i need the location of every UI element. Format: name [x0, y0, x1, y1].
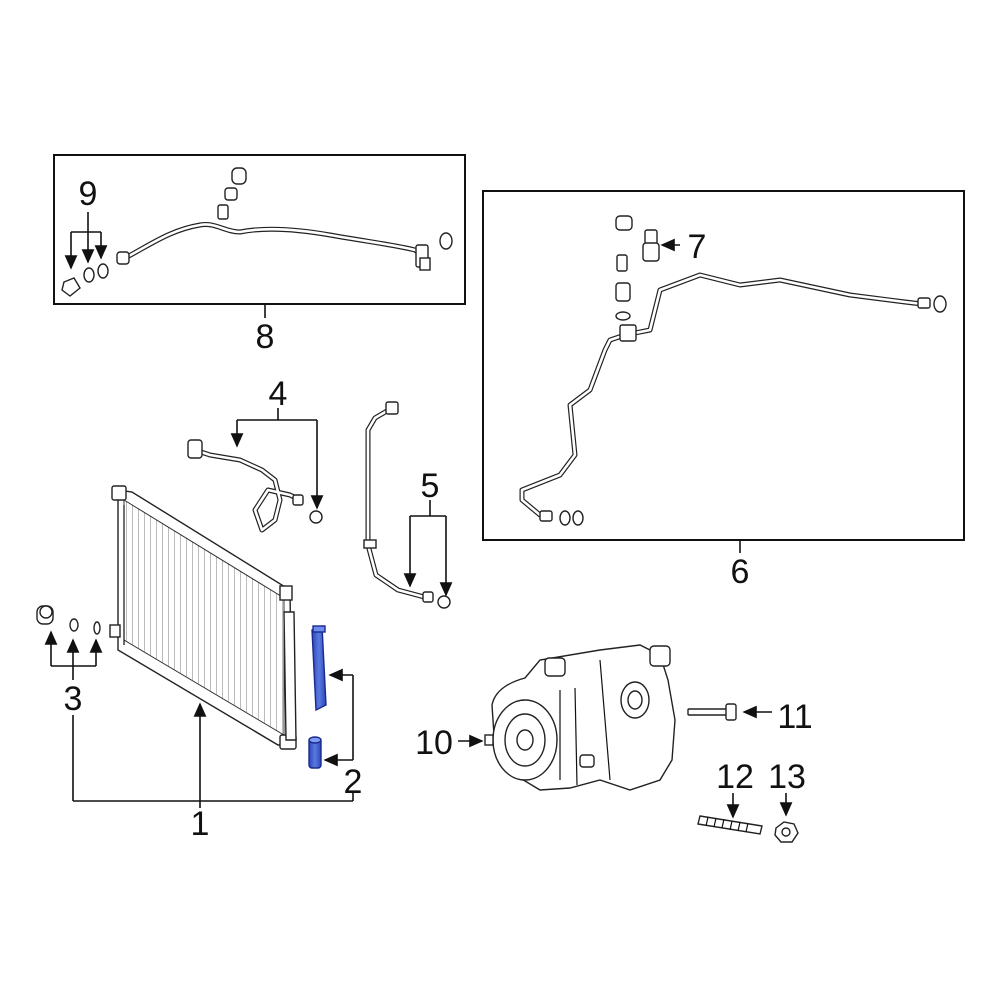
callout-9-leaders [64, 212, 108, 270]
callout-9[interactable]: 9 [79, 175, 98, 213]
callout-10[interactable]: 10 [415, 724, 453, 762]
callout-3-leaders [44, 630, 103, 680]
liquid-line-group [482, 190, 965, 541]
condenser-part [109, 485, 297, 750]
callout-4[interactable]: 4 [269, 375, 288, 413]
callout-8[interactable]: 8 [256, 318, 275, 356]
callout-6[interactable]: 6 [731, 553, 750, 591]
callout-4-leaders [230, 408, 324, 510]
stud-12-part [697, 815, 763, 835]
inset-box-8 [53, 154, 466, 305]
hose-5-part [363, 401, 451, 609]
discharge-hose-group [53, 154, 466, 305]
callout-12[interactable]: 12 [716, 758, 754, 796]
compressor-part [484, 644, 676, 791]
callout-3[interactable]: 3 [64, 680, 83, 718]
nut-13-part [774, 821, 799, 843]
seal-kit-3-part [36, 605, 101, 635]
suction-hose-part [187, 439, 323, 533]
callout-7[interactable]: 7 [688, 228, 707, 266]
callout-5[interactable]: 5 [421, 467, 440, 505]
callout-11[interactable]: 11 [777, 698, 812, 736]
callout-5-leaders [403, 500, 453, 597]
callout-2-leaders [323, 668, 354, 767]
callout-13[interactable]: 13 [768, 758, 806, 796]
callout-1-leaders [72, 702, 354, 808]
callout-2[interactable]: 2 [344, 763, 363, 801]
bolt-11-part [687, 703, 737, 721]
callout-1[interactable]: 1 [191, 805, 210, 843]
receiver-dryer-part [308, 624, 327, 769]
inset-box-6 [482, 190, 965, 541]
